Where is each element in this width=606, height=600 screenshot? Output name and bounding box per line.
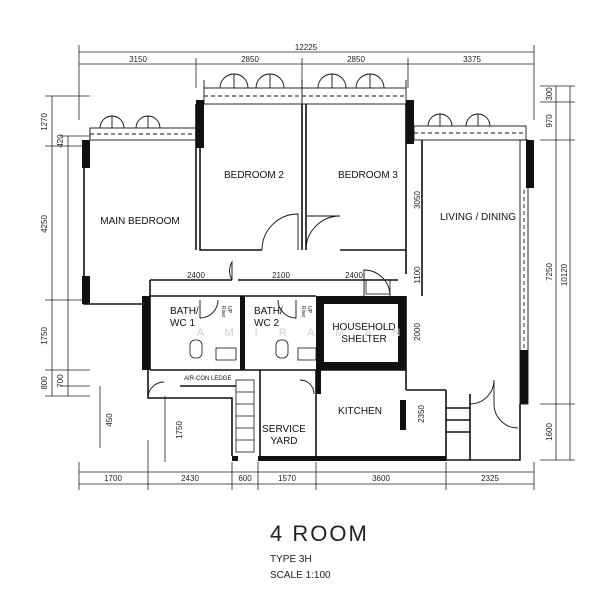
dim-left-7: 450	[105, 413, 114, 427]
dim-top-4: 3375	[463, 55, 481, 64]
walls	[83, 104, 521, 461]
right-dimensions	[540, 85, 575, 461]
dim-left-6: 700	[56, 374, 65, 388]
dim-top-1: 3150	[129, 55, 147, 64]
room-air-con-ledge: AIR-CON LEDGE	[184, 376, 231, 382]
doors	[147, 213, 519, 429]
room-household-shelter-line2: SHELTER	[341, 334, 386, 345]
riser-label-2: Rise/	[300, 306, 306, 318]
plan-scale: SCALE 1:100	[270, 570, 331, 581]
dim-inner-1: 2400	[187, 271, 205, 280]
dim-right-4: 10120	[560, 263, 569, 286]
dim-left-4: 1750	[40, 327, 49, 345]
dim-left-5: 800	[40, 376, 49, 390]
room-living-dining: LIVING / DINING	[440, 212, 516, 223]
dim-bottom-2: 2430	[181, 474, 199, 483]
plan-title: 4 ROOM	[270, 521, 369, 546]
left-dimensions	[45, 95, 101, 448]
watermark: A M I R A M A N	[197, 327, 410, 339]
dim-inner-v-1: 3050	[413, 191, 422, 209]
dim-left-3: 4250	[40, 215, 49, 233]
dim-right-2: 970	[545, 114, 554, 128]
dim-inner-v-2: 1100	[413, 266, 422, 284]
dim-bottom-3: 600	[238, 474, 252, 483]
room-kitchen: KITCHEN	[338, 406, 382, 417]
dim-inner-v-3: 2000	[413, 323, 422, 341]
dim-bottom-5: 3600	[372, 474, 390, 483]
room-bath-2-line2: WC 2	[254, 318, 279, 329]
room-bath-1-line2: WC 1	[170, 318, 195, 329]
riser-label-1b: UP	[226, 306, 232, 314]
dim-right-3: 7250	[545, 263, 554, 281]
fixtures	[189, 279, 391, 453]
dim-inner-2: 2100	[272, 271, 290, 280]
dim-inner-v-5: 1750	[175, 421, 184, 439]
room-service-yard-line1: SERVICE	[262, 424, 306, 435]
plan-type: TYPE 3H	[270, 554, 312, 565]
room-bath-2-line1: BATH/	[254, 306, 283, 317]
dim-bottom-1: 1700	[104, 474, 122, 483]
bottom-dimensions	[78, 396, 535, 490]
room-bedroom-3: BEDROOM 3	[338, 170, 398, 181]
dim-bottom-6: 2325	[481, 474, 499, 483]
dim-right-5: 1600	[545, 423, 554, 441]
riser-label-2b: UP	[306, 306, 312, 314]
dim-inner-v-4: 2350	[417, 405, 426, 423]
top-dimensions	[78, 45, 535, 120]
structural-walls	[82, 100, 534, 461]
room-service-yard-line2: YARD	[270, 436, 297, 447]
windows	[89, 73, 529, 405]
riser-label-1: Rise/	[220, 306, 226, 318]
dim-overall-width: 12225	[295, 43, 318, 52]
room-main-bedroom: MAIN BEDROOM	[100, 216, 179, 227]
dim-inner-3: 2400	[345, 271, 363, 280]
room-bath-1-line1: BATH/	[170, 306, 199, 317]
room-household-shelter-line1: HOUSEHOLD	[332, 322, 395, 333]
dim-top-3: 2850	[347, 55, 365, 64]
dim-top-2: 2850	[241, 55, 259, 64]
dim-bottom-4: 1570	[278, 474, 296, 483]
dim-right-1: 300	[545, 87, 554, 101]
room-bedroom-2: BEDROOM 2	[224, 170, 284, 181]
dim-left-2: 420	[56, 134, 65, 148]
dim-left-1: 1270	[40, 113, 49, 131]
